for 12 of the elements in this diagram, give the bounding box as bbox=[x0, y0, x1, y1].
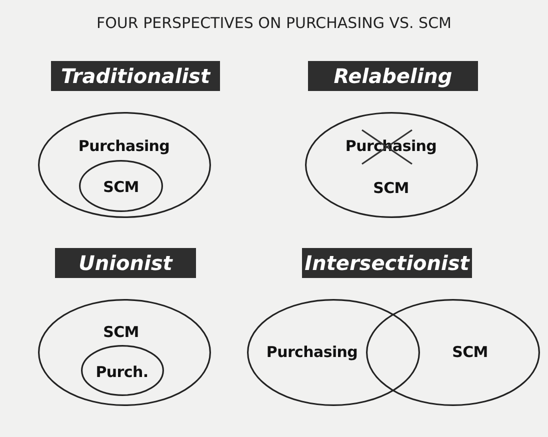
set-label: SCM bbox=[452, 343, 488, 361]
heading-band: Intersectionist bbox=[302, 248, 472, 278]
set-label: SCM bbox=[373, 179, 409, 197]
diagram-title: FOUR PERSPECTIVES ON PURCHASING VS. SCM bbox=[95, 14, 452, 32]
set-label: Purch. bbox=[96, 363, 148, 381]
set-label: Purchasing bbox=[266, 343, 358, 361]
heading-band: Traditionalist bbox=[51, 61, 220, 91]
set-label: SCM bbox=[103, 323, 139, 341]
set-label: Purchasing bbox=[78, 137, 170, 155]
heading-band: Unionist bbox=[55, 248, 196, 278]
heading-band: Relabeling bbox=[308, 61, 478, 91]
set-label: SCM bbox=[103, 178, 139, 196]
